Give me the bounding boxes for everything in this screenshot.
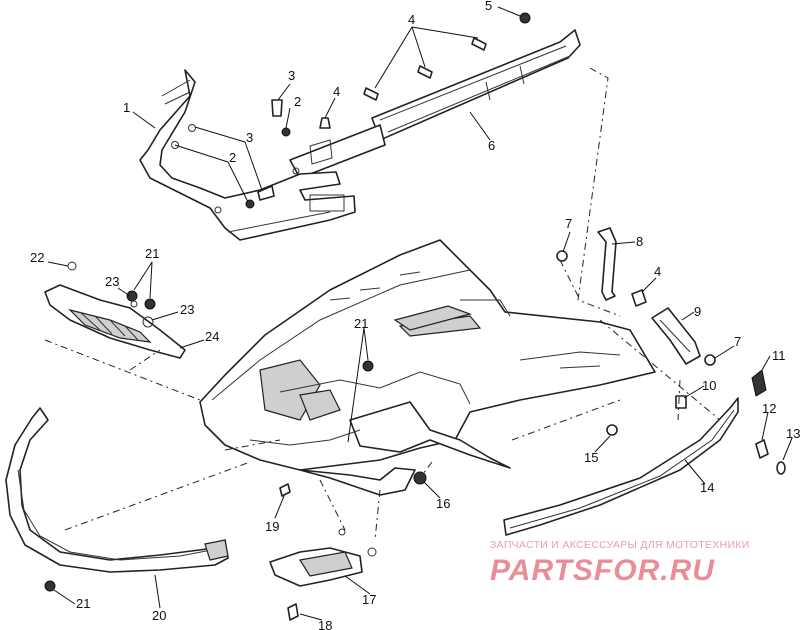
part-9-bracket	[651, 307, 701, 365]
assembly-lines	[44, 67, 721, 541]
fasteners	[44, 12, 786, 621]
part-1-bracket	[139, 69, 356, 241]
callout-23a: 23	[105, 274, 119, 289]
callout-18: 18	[318, 618, 332, 630]
callout-11: 11	[772, 348, 786, 363]
callout-21a: 21	[145, 246, 159, 261]
callout-8: 8	[636, 234, 643, 249]
callout-2b: 2	[294, 94, 301, 109]
callout-21b: 21	[354, 316, 368, 331]
callout-5: 5	[485, 0, 492, 13]
part-6-upper-bar	[289, 29, 581, 179]
callout-19: 19	[265, 519, 279, 534]
callout-3b: 3	[246, 130, 253, 145]
callout-3a: 3	[288, 68, 295, 83]
part-14-bumper-bar	[503, 397, 739, 536]
callout-2a: 2	[229, 150, 236, 165]
callout-12: 12	[762, 401, 776, 416]
callout-6: 6	[488, 138, 495, 153]
watermark-subtitle: ЗАПЧАСТИ И АКСЕССУАРЫ ДЛЯ МОТОТЕХНИКИ	[490, 539, 750, 551]
callout-22: 22	[30, 250, 44, 265]
callout-15: 15	[584, 450, 598, 465]
callout-13: 13	[786, 426, 800, 441]
callout-9: 9	[694, 304, 701, 319]
callout-16: 16	[436, 496, 450, 511]
callout-1: 1	[123, 100, 130, 115]
callout-23b: 23	[180, 302, 194, 317]
callout-10: 10	[702, 378, 716, 393]
watermark: ЗАПЧАСТИ И АКСЕССУАРЫ ДЛЯ МОТОТЕХНИКИ PA…	[490, 539, 750, 587]
hood-body	[199, 239, 656, 471]
part-24-grille-panel	[44, 284, 186, 359]
part-20-lower-rail	[5, 407, 229, 573]
callout-7a: 7	[565, 216, 572, 231]
callout-4a: 4	[408, 12, 415, 27]
lower-skid-area	[299, 467, 416, 496]
callout-14: 14	[700, 480, 714, 495]
part-17-skid	[269, 547, 363, 587]
watermark-logo: PARTSFOR.RU	[490, 554, 715, 587]
callout-20: 20	[152, 608, 166, 623]
callout-4c: 4	[654, 264, 661, 279]
callout-21c: 21	[76, 596, 90, 611]
callout-numbers: 1 2 2 3 3 4 4 4 5 6 7 7 8 9 10 11 12 13 …	[30, 0, 800, 630]
part-8-rod	[597, 227, 617, 301]
callout-leaders	[47, 6, 793, 621]
callout-24: 24	[205, 329, 219, 344]
callout-7b: 7	[734, 334, 741, 349]
callout-17: 17	[362, 592, 376, 607]
callout-4b: 4	[333, 84, 340, 99]
part-11-clip	[751, 369, 767, 397]
